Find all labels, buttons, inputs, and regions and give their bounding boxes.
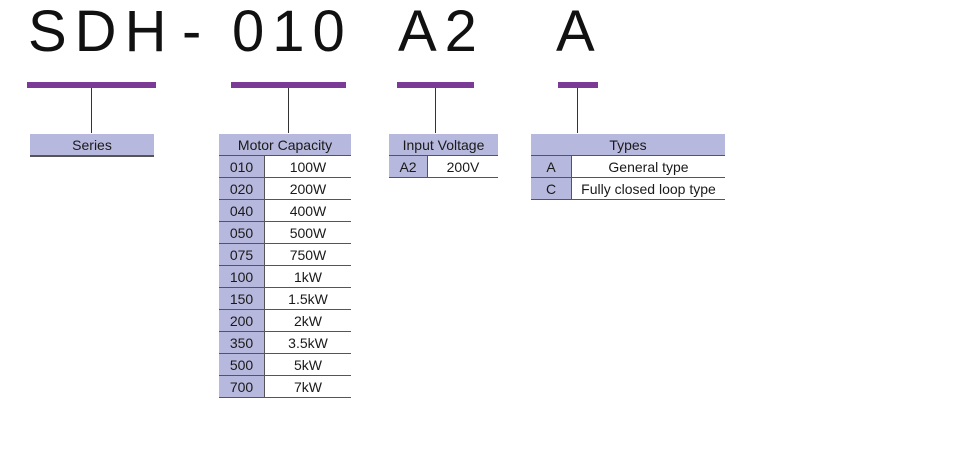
capacity-code-cell: 040 — [219, 199, 265, 222]
voltage-value-cell: 200V — [427, 155, 498, 178]
series-connector — [91, 88, 92, 133]
code-prefix: SDH — [28, 0, 175, 64]
type-connector — [577, 88, 578, 133]
code-dash: - — [182, 0, 210, 64]
capacity-value-cell: 500W — [264, 221, 351, 244]
capacity-code-cell: 010 — [219, 155, 265, 178]
capacity-value-cell: 7kW — [264, 375, 351, 398]
voltage-bar — [397, 82, 474, 88]
capacity-connector — [288, 88, 289, 133]
voltage-code-cell: A2 — [389, 155, 428, 178]
capacity-bar — [231, 82, 346, 88]
capacity-code-cell: 020 — [219, 177, 265, 200]
motor-capacity-header: Motor Capacity — [219, 134, 351, 156]
capacity-code-cell: 075 — [219, 243, 265, 266]
series-table: Series — [30, 134, 154, 156]
types-code-cell: A — [531, 155, 572, 178]
series-underline — [30, 156, 154, 157]
code-type: A — [556, 0, 603, 64]
capacity-code-cell: 100 — [219, 265, 265, 288]
code-voltage: A2 — [398, 0, 485, 64]
capacity-value-cell: 200W — [264, 177, 351, 200]
types-value-cell: General type — [571, 155, 725, 178]
code-capacity: 010 — [232, 0, 353, 64]
capacity-value-cell: 100W — [264, 155, 351, 178]
input-voltage-header: Input Voltage — [389, 134, 498, 156]
capacity-code-cell: 150 — [219, 287, 265, 310]
capacity-value-cell: 750W — [264, 243, 351, 266]
capacity-code-cell: 700 — [219, 375, 265, 398]
capacity-code-cell: 050 — [219, 221, 265, 244]
type-bar — [558, 82, 598, 88]
capacity-value-cell: 2kW — [264, 309, 351, 332]
series-header: Series — [30, 134, 154, 156]
capacity-value-cell: 1.5kW — [264, 287, 351, 310]
types-header: Types — [531, 134, 725, 156]
capacity-code-cell: 200 — [219, 309, 265, 332]
series-bar — [27, 82, 156, 88]
types-code-cell: C — [531, 177, 572, 200]
capacity-value-cell: 3.5kW — [264, 331, 351, 354]
types-value-cell: Fully closed loop type — [571, 177, 725, 200]
capacity-value-cell: 400W — [264, 199, 351, 222]
capacity-value-cell: 5kW — [264, 353, 351, 376]
capacity-code-cell: 500 — [219, 353, 265, 376]
voltage-connector — [435, 88, 436, 133]
capacity-value-cell: 1kW — [264, 265, 351, 288]
capacity-code-cell: 350 — [219, 331, 265, 354]
